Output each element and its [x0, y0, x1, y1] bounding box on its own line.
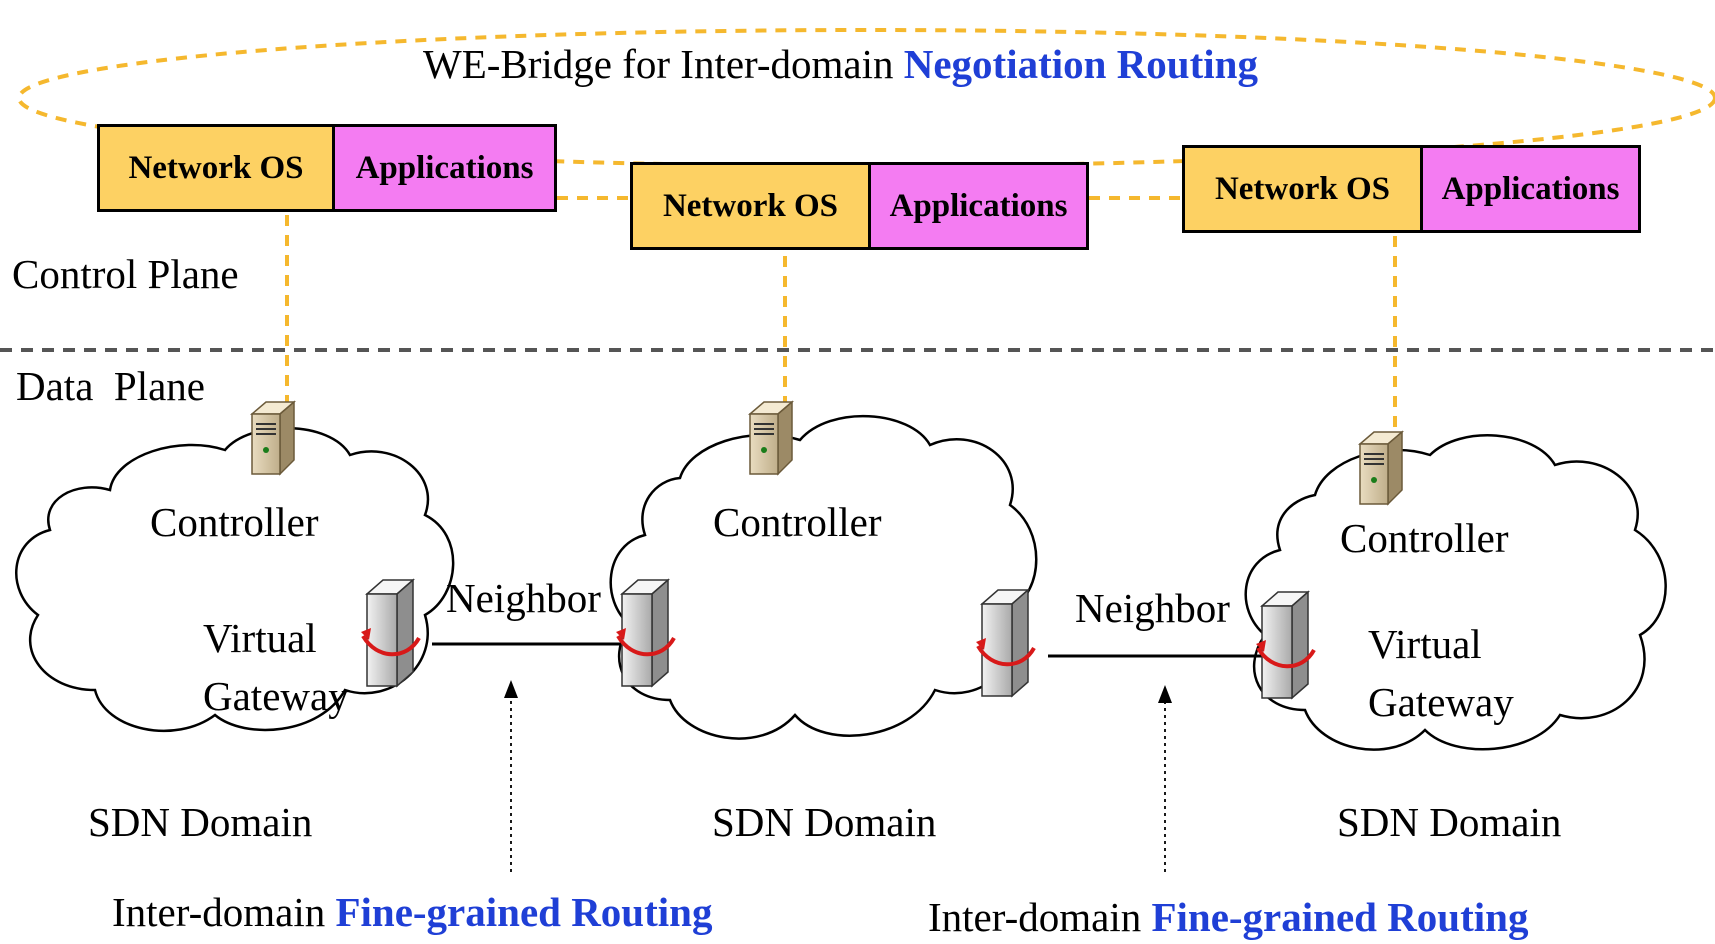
- controller-server-icon: [1357, 430, 1405, 506]
- sdn-cloud-2: [609, 414, 1038, 740]
- neighbor-label: Neighbor: [446, 575, 601, 621]
- neighbor-label: Neighbor: [1075, 585, 1230, 631]
- routing-arrowhead-2: [1158, 685, 1172, 703]
- sdn-domain-label: SDN Domain: [1337, 799, 1562, 845]
- routing-caption-prefix: Inter-domain: [112, 889, 336, 935]
- applications-block: Applications: [1423, 148, 1638, 230]
- virtual-gateway-label-line2: Gateway: [203, 673, 349, 719]
- data-plane-label: Data Plane: [16, 363, 205, 409]
- routing-arrowhead-1: [504, 680, 518, 698]
- routing-caption-prefix: Inter-domain: [928, 894, 1152, 940]
- bridge-title-prefix: WE-Bridge for Inter-domain: [423, 41, 904, 87]
- control-box-3: Network OS Applications: [1182, 145, 1641, 233]
- control-box-1: Network OS Applications: [97, 124, 557, 212]
- controller-label: Controller: [713, 499, 882, 545]
- network-os-block: Network OS: [1185, 148, 1423, 230]
- sdn-cloud-1: [15, 426, 455, 733]
- bridge-title-highlight: Negotiation Routing: [903, 41, 1258, 87]
- applications-block: Applications: [335, 127, 554, 209]
- routing-caption: Inter-domain Fine-grained Routing: [928, 897, 1528, 938]
- routing-caption-highlight: Fine-grained Routing: [335, 889, 713, 935]
- gateway-switch-icon: [976, 588, 1036, 698]
- control-box-2: Network OS Applications: [630, 162, 1089, 250]
- controller-label: Controller: [1340, 515, 1509, 561]
- control-plane-label: Control Plane: [12, 251, 239, 297]
- bridge-title: WE-Bridge for Inter-domain Negotiation R…: [423, 44, 1258, 85]
- controller-server-icon: [249, 400, 297, 476]
- applications-block: Applications: [871, 165, 1086, 247]
- sdn-domain-label: SDN Domain: [712, 799, 937, 845]
- routing-caption: Inter-domain Fine-grained Routing: [112, 892, 712, 933]
- sdn-domain-label: SDN Domain: [88, 799, 313, 845]
- controller-label: Controller: [150, 499, 319, 545]
- virtual-gateway-label-line2: Gateway: [1368, 679, 1514, 725]
- gateway-switch-icon: [1256, 590, 1316, 700]
- network-os-block: Network OS: [633, 165, 871, 247]
- network-os-block: Network OS: [100, 127, 335, 209]
- gateway-switch-icon: [361, 578, 421, 688]
- virtual-gateway-label-line1: Virtual: [203, 615, 317, 661]
- virtual-gateway-label-line1: Virtual: [1368, 621, 1482, 667]
- routing-caption-highlight: Fine-grained Routing: [1151, 894, 1529, 940]
- gateway-switch-icon: [616, 578, 676, 688]
- controller-server-icon: [747, 400, 795, 476]
